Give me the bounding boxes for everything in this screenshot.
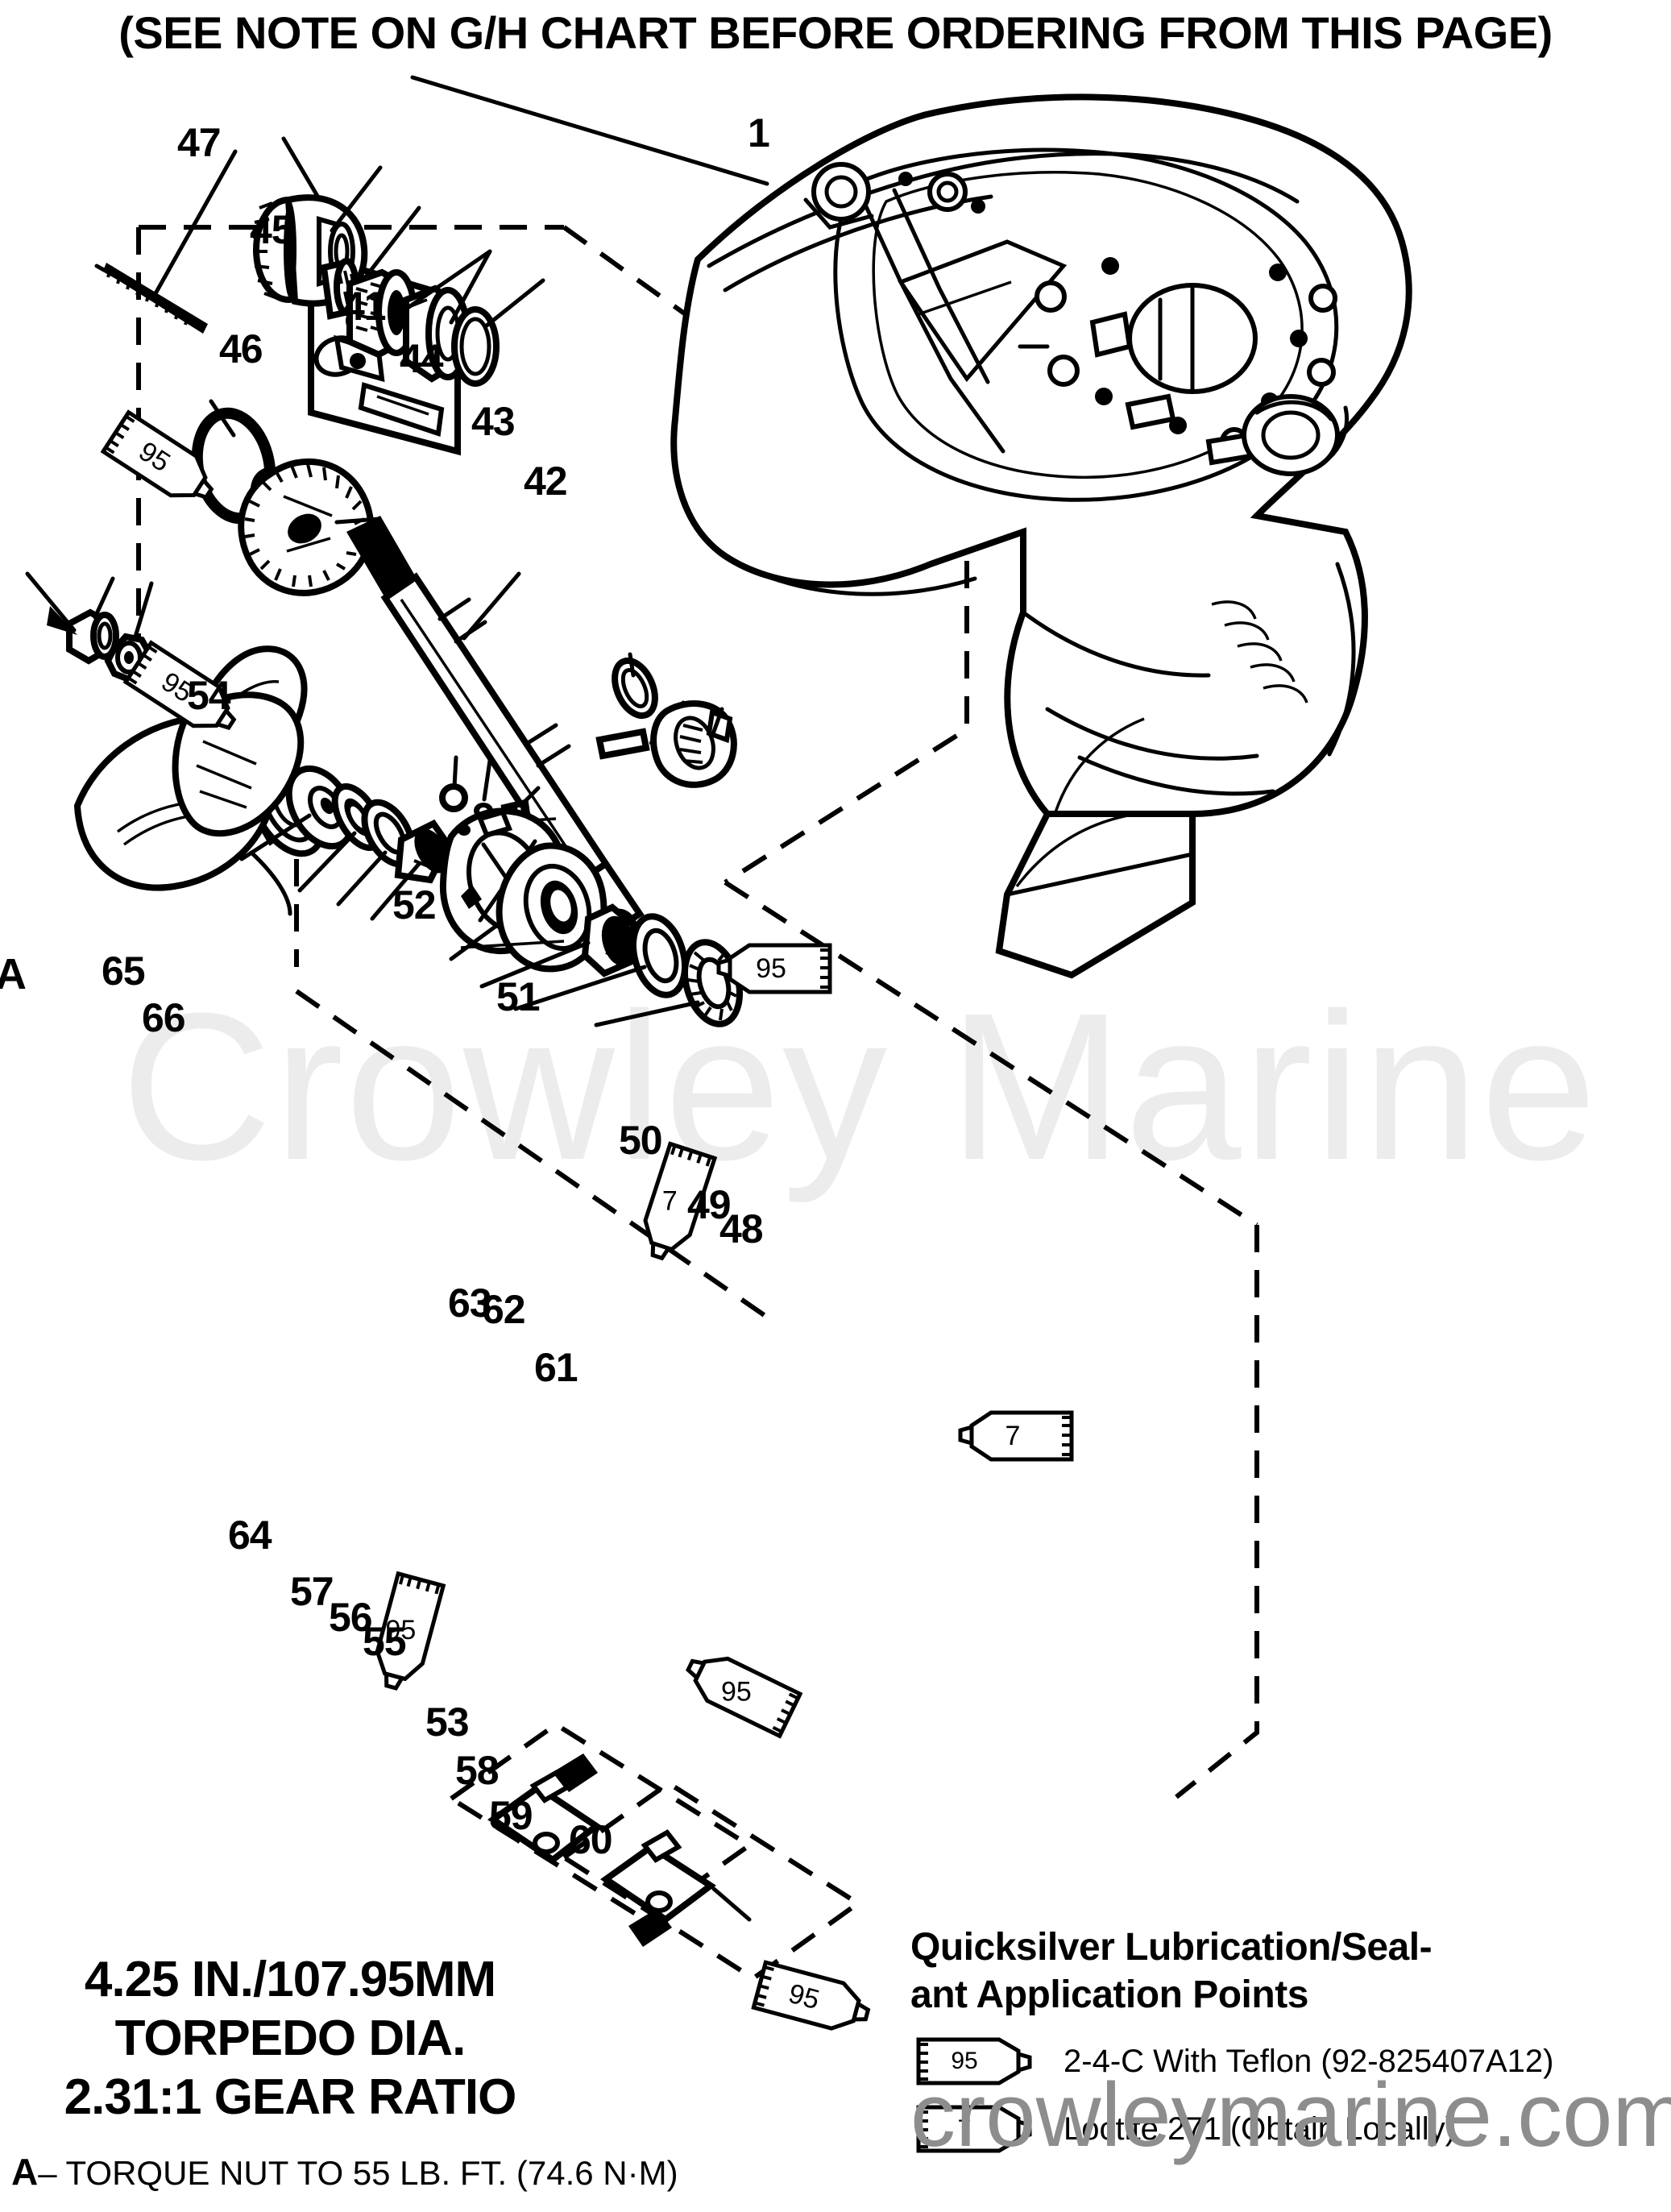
legend-row-95: 95 2-4-C With Teflon (92-825407A12): [910, 2036, 1636, 2086]
legend-text-95: 2-4-C With Teflon (92-825407A12): [1064, 2043, 1554, 2079]
callout-56: 56: [329, 1595, 373, 1640]
callout-61: 61: [534, 1345, 578, 1390]
watermark-crowley-marine: Crowley Marine: [121, 970, 1599, 1204]
callout-62: 62: [482, 1287, 526, 1332]
callout-58: 58: [455, 1748, 500, 1793]
callout-63: 63: [448, 1280, 492, 1326]
callout-65: 65: [102, 948, 146, 994]
callout-52: 52: [392, 882, 437, 928]
spec-torpedo-dia-line1: 4.25 IN./107.95MM: [84, 1952, 496, 2007]
callout-41: 41: [342, 284, 387, 329]
part-55-needle-bearing: [370, 819, 452, 921]
tube-icon-95-d: 95: [360, 1563, 450, 1695]
callout-54: 54: [187, 673, 231, 718]
part-58-carrier-seal: [479, 903, 637, 989]
torque-note-text: TORQUE NUT TO 55 LB. FT. (74.6 N·M): [65, 2154, 678, 2192]
callout-44: 44: [400, 336, 444, 381]
callout-53: 53: [425, 1699, 470, 1745]
part-42-shim-oring: [451, 278, 545, 387]
callout-51: 51: [496, 974, 541, 1019]
callout-55: 55: [363, 1619, 407, 1664]
part-53-bearing-carrier: [439, 807, 607, 973]
housing-embossing: [1211, 600, 1308, 703]
callout-49: 49: [687, 1182, 732, 1227]
torque-note-dash: –: [38, 2154, 57, 2192]
callout-57: 57: [290, 1569, 334, 1614]
part-48-clutch-dog: [650, 700, 737, 788]
shift-cam-assembly-right: [599, 1829, 752, 1947]
callout-64: 64: [228, 1513, 272, 1558]
watermark-url: crowleymarine.com: [910, 2065, 1671, 2165]
callout-42: 42: [524, 459, 568, 504]
part-43-tapered-bearing: [346, 249, 492, 383]
callout-46: 46: [219, 326, 263, 371]
page-note-header: (SEE NOTE ON G/H CHART BEFORE ORDERING F…: [118, 7, 1553, 58]
part-59-thrust-washer: [513, 913, 688, 1011]
tube-icon-95-e: 95: [676, 1637, 811, 1744]
dashed-group-shift-left: [446, 1721, 754, 1923]
legend-row-7: 7 Loctite 271 (Obtain Locally): [910, 2104, 1636, 2154]
spec-torpedo-dia-line2: TORPEDO DIA.: [114, 2011, 466, 2067]
legend-title-line1: Quicksilver Lubrication/Seal-: [910, 1926, 1433, 1969]
spec-gear-ratio: 2.31:1 GEAR RATIO: [64, 2069, 517, 2126]
callout-45: 45: [250, 207, 294, 252]
callout-1: 1: [748, 110, 770, 156]
tube-icon-95-b: 95: [114, 634, 249, 751]
torque-note-key: A: [11, 2151, 39, 2193]
part-47-stud: [103, 149, 238, 334]
callout-A: A: [0, 950, 27, 998]
lubrication-legend: Quicksilver Lubrication/Seal- ant Applic…: [910, 1924, 1636, 2154]
part-65-prop-nut: [25, 571, 119, 665]
callout-66: 66: [142, 995, 186, 1040]
callout-48: 48: [719, 1206, 764, 1251]
torque-note: A– TORQUE NUT TO 55 LB. FT. (74.6 N·M): [11, 2150, 678, 2193]
spec-block: 4.25 IN./107.95MM TORPEDO DIA. 2.31:1 GE…: [8, 1950, 572, 2127]
shift-cam-assembly-left: [487, 1753, 602, 1864]
tube-icon-95-c: 95: [716, 936, 838, 997]
callout-59: 59: [489, 1793, 533, 1838]
callout-50: 50: [619, 1118, 663, 1163]
legend-title-line2: ant Application Points: [910, 1973, 1308, 2016]
part-63-detent-ball: [439, 755, 468, 812]
dashed-group-shift-right: [559, 1780, 863, 1982]
tube-icon-7-b: 7: [958, 1404, 1080, 1464]
callout-43: 43: [471, 399, 516, 444]
tube-icon-7-a: 7: [627, 1134, 722, 1268]
part-1-gearcase-housing: [410, 75, 1412, 979]
tube-icon-95-f: 95: [744, 1956, 876, 2045]
callout-47: 47: [177, 120, 222, 165]
legend-text-7: Loctite 271 (Obtain Locally): [1064, 2110, 1456, 2147]
part-52-forward-gear: [238, 458, 381, 596]
part-50-thrust-washer: [612, 652, 658, 720]
tube-icon-95-a: 95: [92, 404, 226, 521]
callout-60: 60: [569, 1817, 613, 1862]
